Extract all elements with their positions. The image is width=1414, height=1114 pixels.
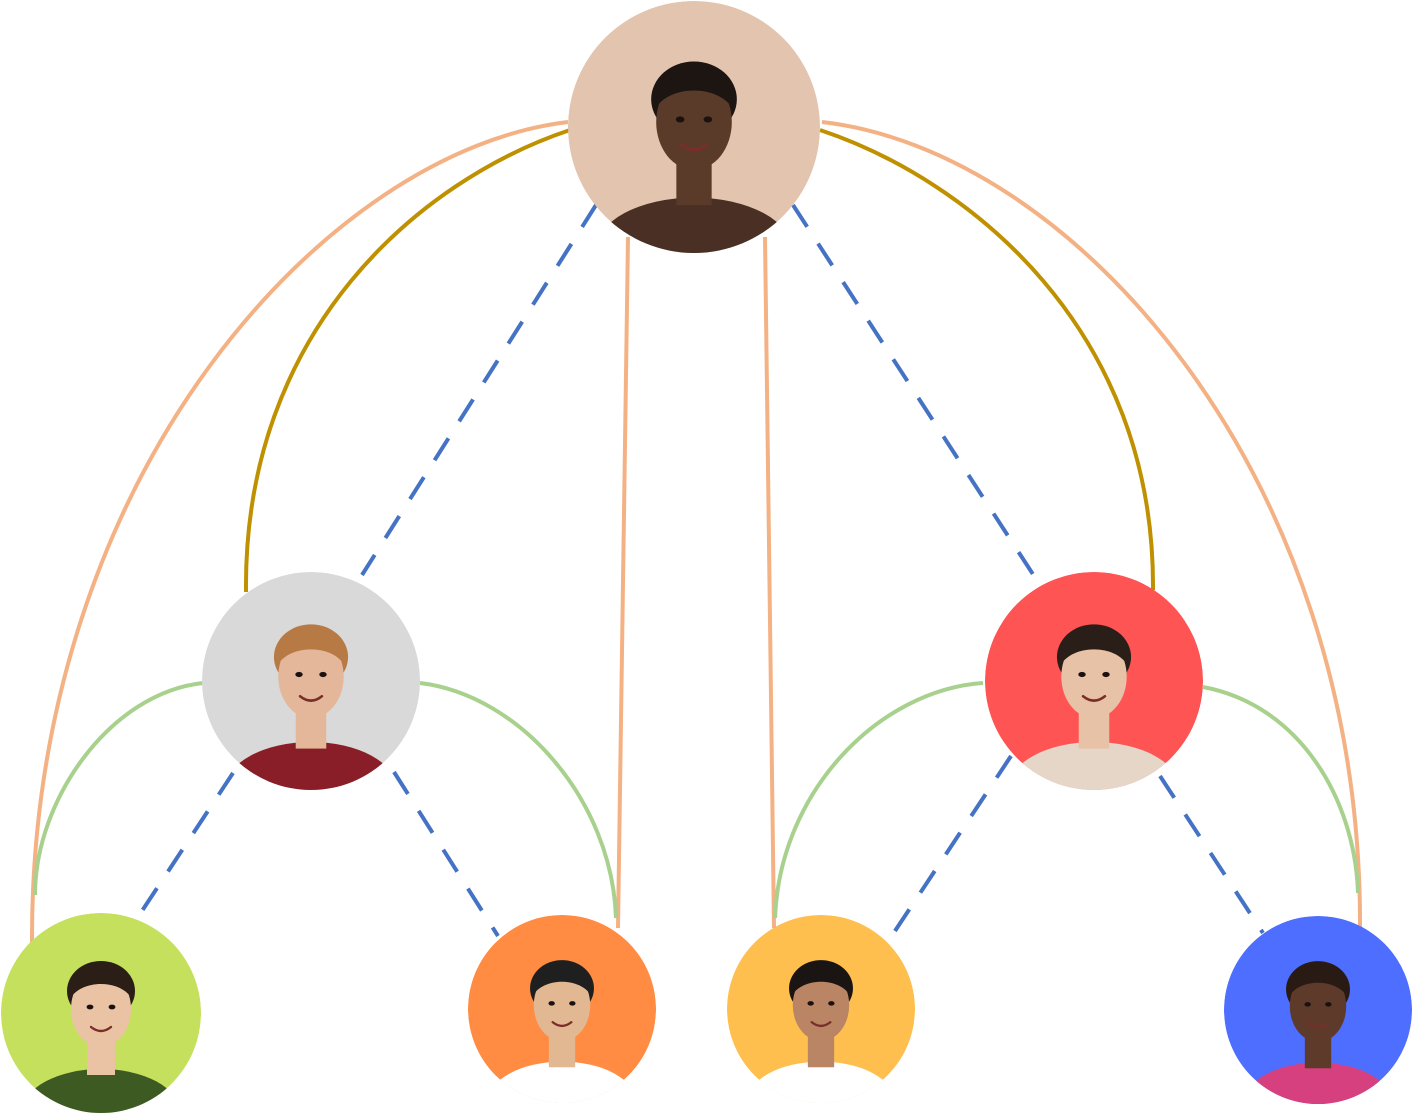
avatar-eye-right bbox=[1325, 1002, 1332, 1007]
edge-dashed-mr-to-b4 bbox=[1158, 774, 1265, 935]
avatar-shirt bbox=[1008, 742, 1180, 790]
avatar-eye-right bbox=[1102, 671, 1110, 678]
edge-straight-top-to-b2 bbox=[616, 236, 630, 929]
avatar-hair-top bbox=[791, 969, 851, 996]
edge-arc-top-to-ml bbox=[243, 128, 571, 593]
avatar-shirt bbox=[23, 1069, 179, 1113]
avatar-mid-right-woman-beige-blazer[interactable] bbox=[985, 572, 1203, 834]
avatar-hair-top bbox=[654, 73, 734, 110]
edge-dashed-ml-to-b2 bbox=[392, 770, 500, 938]
avatar-shirt bbox=[488, 1061, 636, 1103]
avatar-mouth bbox=[810, 1021, 832, 1028]
edge-arc-top-to-b1 bbox=[29, 120, 569, 944]
avatar-eye-right bbox=[108, 1004, 116, 1010]
avatar-bottom-woman-pink-top[interactable] bbox=[1224, 916, 1412, 1114]
avatar-eye-right bbox=[569, 1001, 576, 1006]
edge-dashed-top-to-ml bbox=[360, 203, 598, 577]
avatar-bottom-man-white-shirt-orange[interactable] bbox=[468, 915, 656, 1114]
edge-arc-ml-to-b2 bbox=[419, 681, 618, 919]
avatar-face bbox=[1289, 970, 1347, 1042]
avatar-mouth bbox=[679, 143, 709, 152]
edge-arc-mr-to-b4 bbox=[1202, 685, 1360, 894]
avatar-hair-top bbox=[1060, 634, 1128, 666]
avatar-mouth bbox=[551, 1021, 573, 1028]
avatar-face bbox=[71, 971, 131, 1047]
edge-arc-mr-to-b3 bbox=[773, 681, 984, 919]
edge-dashed-top-to-mr bbox=[791, 203, 1040, 584]
edge-dashed-ml-to-b1 bbox=[134, 771, 235, 922]
edge-straight-top-to-b3 bbox=[763, 236, 776, 929]
avatar-eye-right bbox=[703, 116, 713, 123]
connection-lines bbox=[29, 120, 1363, 945]
avatar-hair-top bbox=[532, 969, 592, 996]
avatar-shirt bbox=[595, 197, 793, 253]
avatar-face bbox=[792, 969, 850, 1041]
avatar-eye-left bbox=[675, 116, 685, 123]
avatar-eye-right bbox=[828, 1001, 835, 1006]
edge-dashed-mr-to-b3 bbox=[885, 754, 1013, 945]
avatar-eye-left bbox=[807, 1001, 814, 1006]
avatar-bottom-woman-green-shirt[interactable] bbox=[1, 913, 201, 1114]
avatar-hair-top bbox=[1288, 970, 1348, 997]
avatar-shirt bbox=[225, 742, 397, 790]
avatar-mouth bbox=[1307, 1022, 1329, 1029]
avatar-eye-right bbox=[319, 671, 327, 678]
avatar-face bbox=[533, 969, 591, 1041]
avatar-mouth bbox=[298, 694, 324, 702]
avatar-face bbox=[1061, 635, 1127, 719]
avatar-shirt bbox=[747, 1061, 895, 1103]
edge-arc-ml-to-b1 bbox=[33, 681, 204, 896]
avatar-mid-left-man-red-shirt[interactable] bbox=[202, 572, 420, 834]
avatar-hair-top bbox=[69, 970, 133, 999]
avatar-eye-left bbox=[1078, 671, 1086, 678]
avatar-face bbox=[656, 74, 732, 170]
avatar-eye-left bbox=[1304, 1002, 1311, 1007]
avatar-top-man-brown-shirt[interactable] bbox=[568, 1, 820, 303]
avatar-hair-top bbox=[277, 634, 345, 666]
avatar-mouth bbox=[1081, 694, 1107, 702]
edge-arc-top-to-b4 bbox=[821, 120, 1363, 929]
avatar-bottom-man-white-tee-yellow[interactable] bbox=[727, 915, 915, 1114]
avatar-mouth bbox=[89, 1025, 113, 1033]
avatar-eye-left bbox=[548, 1001, 555, 1006]
avatar-eye-left bbox=[295, 671, 303, 678]
avatar-shirt bbox=[1244, 1062, 1392, 1104]
edge-arc-top-to-mr bbox=[819, 128, 1156, 591]
avatar-face bbox=[278, 635, 344, 719]
avatar-eye-left bbox=[86, 1004, 94, 1010]
